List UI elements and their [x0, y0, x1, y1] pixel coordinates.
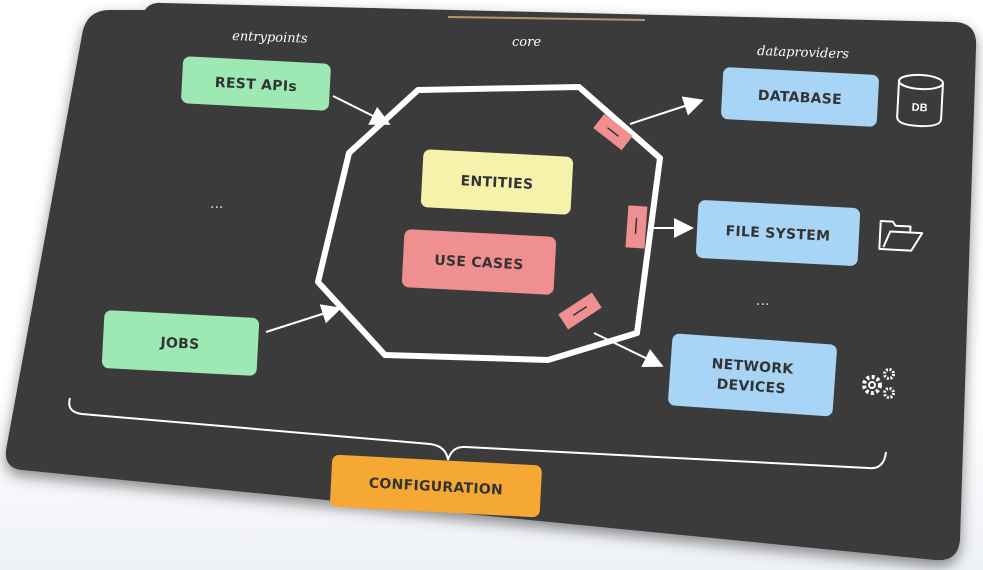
arrow-jobs-to-core [265, 304, 342, 333]
rest-apis-label: REST APIs [214, 75, 297, 95]
database-box[interactable]: DATABASE [721, 67, 880, 127]
db-icon-label: DB [911, 102, 928, 115]
network-devices-label-line2: DEVICES [716, 377, 786, 398]
gears-icon [862, 368, 895, 399]
entrypoints-ellipsis: ... [210, 196, 223, 212]
header-dataproviders: dataproviders [757, 44, 850, 62]
arrow-core-to-network [593, 332, 664, 368]
dataproviders-ellipsis: ... [756, 293, 769, 309]
jobs-box[interactable]: JOBS [101, 310, 260, 376]
header-entrypoints: entrypoints [232, 29, 308, 47]
database-label: DATABASE [757, 88, 842, 108]
entities-label: ENTITIES [460, 173, 534, 193]
rest-apis-box[interactable]: REST APIs [181, 56, 331, 111]
jobs-label: JOBS [159, 335, 200, 353]
use-cases-box[interactable]: USE CASES [401, 229, 557, 295]
folder-open-icon [878, 219, 924, 252]
file-system-label: FILE SYSTEM [725, 223, 830, 244]
database-cylinder-icon: DB [896, 73, 944, 128]
board-top-accent [447, 16, 646, 21]
entities-box[interactable]: ENTITIES [420, 149, 574, 215]
interface-port-network [558, 292, 602, 330]
use-cases-label: USE CASES [434, 253, 524, 274]
configuration-box[interactable]: CONFIGURATION [330, 454, 542, 518]
file-system-box[interactable]: FILE SYSTEM [695, 200, 861, 266]
network-devices-label-line1: NETWORK [711, 356, 795, 378]
arrow-rest-to-core [332, 95, 391, 125]
header-core: core [512, 35, 541, 50]
interface-port-filesystem [625, 205, 648, 249]
arrow-core-to-database [629, 96, 704, 125]
interface-port-database [593, 113, 633, 151]
configuration-label: CONFIGURATION [368, 475, 503, 498]
core-octagon [315, 84, 663, 363]
network-devices-box[interactable]: NETWORK DEVICES [668, 333, 838, 417]
configuration-brace [68, 397, 887, 470]
